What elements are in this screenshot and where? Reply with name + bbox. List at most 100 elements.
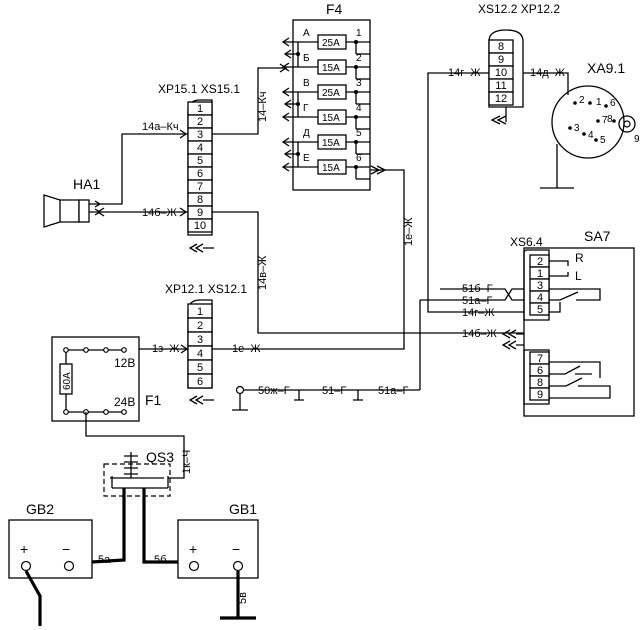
xa9-1-pin-8: 8 [607,114,613,125]
xa9-1-pin-6: 6 [610,98,616,109]
f1-24v-label: 24В [114,395,135,409]
xp15-1-pin-label: 5 [197,155,203,167]
wire-1k-ch [85,412,185,479]
f4-fuse-letter-1: А [303,28,310,39]
wire-14b-zh-label: 14б–Ж [142,207,177,219]
gb1-minus: − [232,541,240,557]
gb2-label: GB2 [26,501,54,517]
xa9-1-pin-1: 1 [596,97,602,108]
xp15-1-plug-symbol [188,243,214,253]
xa9-1-body [551,85,625,159]
f4-fuse-letter-4: Г [303,103,309,114]
fuse-f1: 60А 12В 24В F1 [51,336,162,422]
sa7-pin-label: 7 [537,353,543,365]
xp15-1-pin-label: 6 [197,168,203,180]
wire-14g-zh [427,72,524,313]
f4-fuse-num-3: 3 [356,78,362,89]
f4-fuse-letter-2: Б [303,53,310,64]
f1-fuse-rating: 60А [62,372,73,390]
xs6-4-lower-connector [523,349,550,405]
wire-5b-label: 5б [154,554,166,566]
wire-1k-ch-label: 1к–Ч [181,450,193,474]
wire-14b-zh-2-label: 14б–Ж [462,328,497,340]
sa7-lower-contact-7 [549,361,601,378]
f4-fuse-5 [317,134,347,150]
qs3-label: QS3 [146,449,174,465]
wire-14a-kch-label: 14а–Кч [142,121,179,133]
horn-ha1: HA1 [43,176,102,228]
wire-51-g-label: 51–Г [322,385,346,397]
xa9-1-pin-9: 9 [634,134,640,145]
junction-51a [353,390,363,401]
sa7-r-label: R [575,251,584,265]
f4-label: F4 [326,1,343,17]
f4-fuse-rating-5: 15А [322,138,340,149]
sa7-pin-label: 6 [537,365,543,377]
sa7-lower-contact-9 [549,385,611,399]
wire-14b-zh-sa7 [212,211,524,334]
wire-1e-zh-label: 1е–Ж [403,217,415,246]
xs12-2-body [488,29,524,108]
xp12-1-pin-label: 4 [197,348,203,360]
xs12-2-plug-symbol [490,115,507,125]
xs6-4-label: XS6.4 [510,235,543,249]
xs12-2-pin-label: 9 [498,54,504,66]
xp12-1-pin-label: 6 [197,376,203,388]
wire-14-kch [212,67,286,135]
wire-1e-zh [212,169,405,350]
wiring: 14–Кч 14а–Кч 14б–Ж 14в–Ж 14б–Ж 1е–Ж 1е–Ж… [24,63,569,626]
xa9-1-pin9-ring [618,115,636,133]
f4-fuse-1 [317,34,347,50]
wire-14v-zh-label: 14в–Ж [257,256,269,290]
xp15-1-pin-label: 4 [197,142,203,154]
ha1-terminal-a [89,200,102,208]
ha1-label: HA1 [73,176,100,192]
battery-gb1: GB1 + − [177,501,259,579]
wire-14a-kch [100,133,188,205]
xa9-1-pin-3: 3 [574,123,580,134]
xp15-1-pin-10 [187,218,213,233]
sa7-l-label: L [575,269,582,283]
sa7-lower-switch-b [549,377,583,387]
xp15-1-pin-label: 10 [194,220,206,232]
xs12-2-pin-12 [488,91,514,106]
wire-5v-label: 5в [237,592,249,604]
wire-14g-zh-2-label: 14г–Ж [462,307,495,319]
qs3-spring [124,452,138,478]
f4-fuse-letter-3: В [303,78,310,89]
wire-50zh-g-label: 50ж–Г [258,385,290,397]
xa9-1-pin-2: 2 [579,95,585,106]
sa7-pin-label: 1 [537,268,543,280]
wire-51a-g-label: 51а–Г [462,295,492,307]
sa7-pin-label: 3 [537,280,543,292]
xa9-1-pin-5: 5 [600,135,606,146]
ha1-bell [43,194,61,228]
xp15-1-pin-label: 3 [197,129,203,141]
sa7-main-switch-return [549,288,601,301]
switch-qs3: QS3 [103,449,174,497]
battery-gb2: GB2 + − [8,501,93,579]
xp12-1-pin-label: 3 [197,334,203,346]
f4-fuse-letter-6: Е [303,153,310,164]
wire-51b-g-label: 51б–Г [462,283,493,295]
f4-fuse-3 [317,84,347,100]
gb1-positive-terminal [188,560,200,572]
cable-gb2-positive [24,570,42,626]
xp12-1-pin-6 [187,373,213,389]
xs12-2-pin-label: 11 [495,80,506,92]
f4-fuse-2 [317,59,347,75]
xs12-2-label: XS12.2 XP12.2 [478,2,560,16]
ha1-body [59,199,80,223]
xp15-1-pin-label: 9 [197,207,203,219]
xs12-2-pin-label: 10 [495,67,507,79]
f4-fuse-4 [317,109,347,125]
f4-fuse-num-2: 2 [356,53,362,64]
sa7-pin-9 [529,387,550,401]
xp12-1-pin-label: 1 [197,306,203,318]
wire-5a-label: 5а [98,554,111,566]
